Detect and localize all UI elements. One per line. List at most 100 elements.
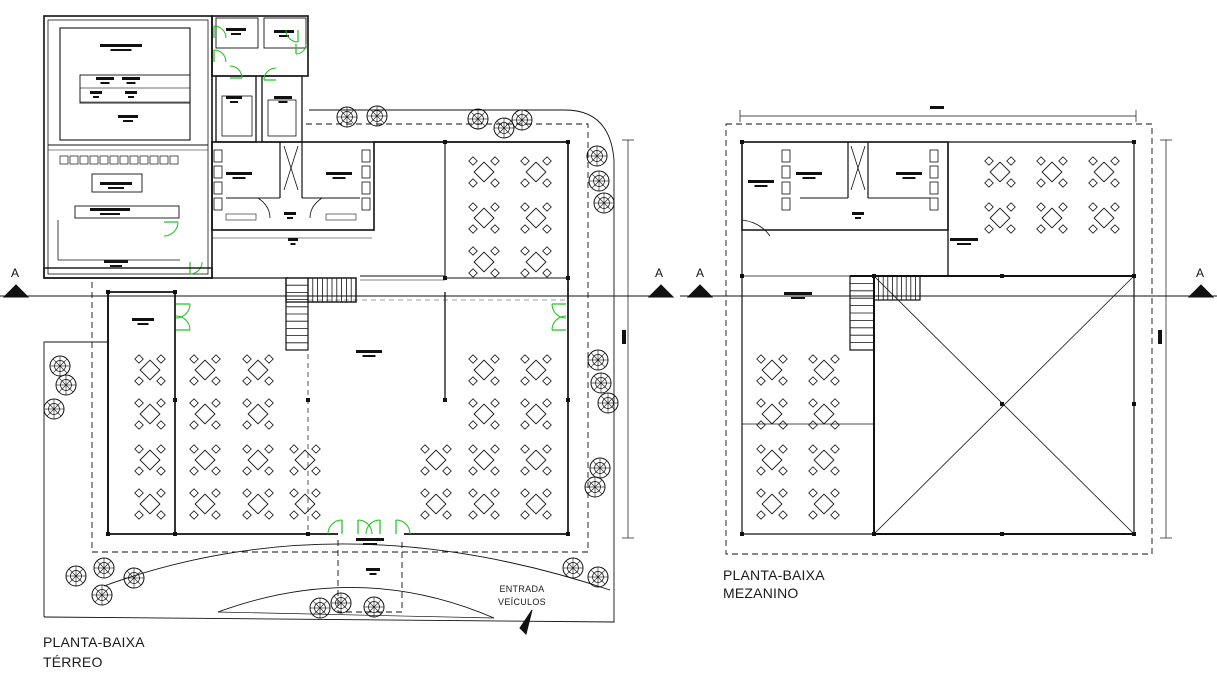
table-set-icon (468, 488, 500, 520)
table-set-icon (756, 354, 788, 386)
ground-floor-plan (0, 15, 675, 575)
room-label-mark (226, 96, 242, 99)
room-label-mark (796, 172, 822, 175)
sink (929, 165, 939, 179)
table-set-icon (984, 202, 1016, 234)
restroom-block (211, 141, 375, 231)
table-set-icon (242, 444, 274, 476)
sink (781, 181, 791, 195)
table-set-icon (1036, 156, 1068, 188)
column (1132, 274, 1136, 278)
column (306, 532, 310, 536)
section-mark-a-left: A (11, 266, 20, 280)
room-label-mark (950, 238, 978, 241)
table-set-icon (520, 246, 552, 278)
stair-icon (849, 275, 875, 351)
column (566, 532, 570, 536)
room-label-mark (366, 568, 380, 571)
sink (781, 197, 791, 211)
door-swing (285, 29, 299, 43)
section-marker-icon (647, 284, 675, 298)
tree-icon (55, 374, 77, 396)
door-swing (365, 519, 381, 535)
column (173, 398, 177, 402)
door-swing (213, 25, 227, 39)
counter (74, 205, 180, 219)
table-set-icon (420, 488, 452, 520)
storage-bin (149, 155, 159, 165)
room-label-mark (748, 180, 774, 183)
tree-icon (93, 557, 115, 579)
column (106, 532, 110, 536)
stair-icon (307, 277, 357, 303)
door-swing (551, 303, 567, 319)
column (740, 140, 744, 144)
tree-icon (91, 584, 113, 606)
table-set-icon (189, 444, 221, 476)
door-swing (175, 303, 191, 319)
room-label-mark (226, 28, 246, 31)
column (443, 398, 447, 402)
ground-floor-title-line2: TÉRREO (43, 654, 103, 670)
site-boundary (43, 341, 108, 617)
table-set-icon (134, 354, 166, 386)
tree-icon (590, 372, 612, 394)
table-set-icon (134, 398, 166, 430)
storage-bin (159, 155, 169, 165)
table-set-icon (189, 354, 221, 386)
tree-icon (363, 596, 385, 618)
door-swing (213, 49, 227, 63)
column (1132, 140, 1136, 144)
sink (361, 181, 371, 195)
table-set-icon (189, 398, 221, 430)
tree-icon (49, 355, 71, 377)
sink (781, 149, 791, 163)
sink (361, 197, 371, 211)
table-set-icon (289, 444, 321, 476)
room-label-mark (100, 44, 142, 47)
table-set-icon (468, 246, 500, 278)
table-set-icon (468, 156, 500, 188)
room-label-mark (288, 238, 298, 241)
annex-outer-wall (43, 15, 213, 279)
driveway-arc (217, 587, 495, 619)
room-label-mark (896, 172, 922, 175)
tree-icon (587, 349, 609, 371)
sink (361, 165, 371, 179)
table-set-icon (1036, 202, 1068, 234)
table-set-icon (134, 488, 166, 520)
door-swing (295, 43, 307, 55)
sink (361, 149, 371, 163)
storage-bin (59, 155, 69, 165)
room-label-mark (284, 212, 296, 215)
mezzanine-restrooms (741, 141, 949, 231)
tree-icon (366, 105, 388, 127)
table-set-icon (984, 156, 1016, 188)
table-set-icon (1088, 202, 1120, 234)
storage-bin (79, 155, 89, 165)
entrance-dashed-outline (337, 540, 403, 613)
tree-icon (309, 597, 331, 619)
table-set-icon (289, 488, 321, 520)
section-marker-icon (1187, 284, 1215, 298)
table-set-icon (520, 202, 552, 234)
table-set-icon (808, 398, 840, 430)
room-label-mark (90, 208, 130, 211)
door-swing (551, 315, 567, 331)
table-set-icon (242, 354, 274, 386)
room-label-mark (852, 212, 864, 215)
door-swing (395, 519, 411, 535)
door-swing (175, 315, 191, 331)
room-label-mark (274, 30, 294, 33)
column (443, 276, 447, 280)
column (106, 290, 110, 294)
column (173, 290, 177, 294)
tree-icon (589, 457, 611, 479)
tree-icon (123, 567, 145, 589)
tree-icon (43, 398, 65, 420)
main-hall-wall (374, 141, 569, 535)
room-label-mark (274, 96, 292, 99)
room-label-mark (96, 77, 114, 80)
section-mark-a-left-mezz: A (696, 266, 705, 280)
